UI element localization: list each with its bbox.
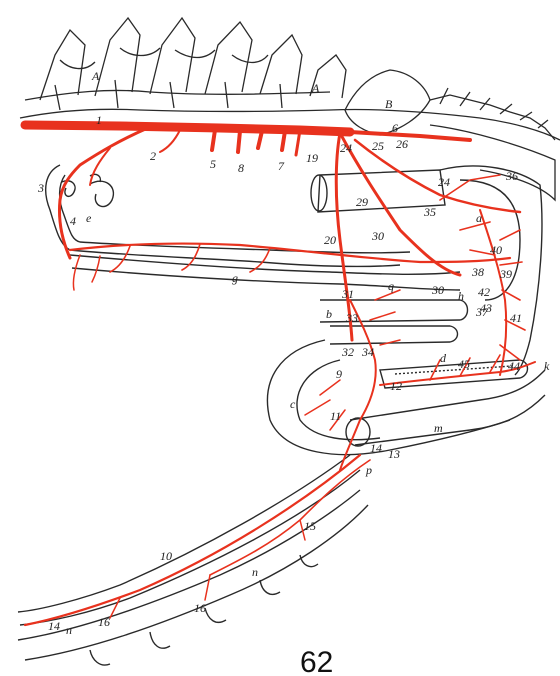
label-15: 15	[304, 519, 316, 533]
label-n-a: n	[252, 565, 258, 579]
label-e: e	[86, 211, 92, 225]
label-30a: 30	[371, 229, 384, 243]
label-g: g	[232, 271, 238, 285]
label-40: 40	[490, 243, 502, 257]
label-14b: 14	[48, 619, 60, 633]
label-a: a	[476, 211, 482, 225]
label-38: 38	[471, 265, 484, 279]
labels: A A B 1 2 3 4 5 8 7 19 24 25 26 6 24 36 …	[37, 69, 550, 676]
label-vertebra-a2: A	[311, 81, 320, 95]
label-30b: 30	[431, 283, 444, 297]
label-41: 41	[510, 311, 522, 325]
label-24b: 24	[438, 175, 450, 189]
label-42: 42	[478, 285, 490, 299]
vertebral-column	[20, 18, 560, 200]
label-19: 19	[306, 151, 318, 165]
label-36: 36	[505, 169, 518, 183]
label-b: b	[326, 307, 332, 321]
label-32: 32	[341, 345, 354, 359]
label-6: 6	[392, 121, 398, 135]
label-d: d	[440, 351, 447, 365]
label-25: 25	[372, 139, 384, 153]
label-14: 14	[370, 441, 382, 455]
label-7: 7	[278, 159, 285, 173]
label-c: c	[290, 397, 296, 411]
label-vertebra-a1: A	[91, 69, 100, 83]
label-24a: 24	[340, 141, 352, 155]
label-26: 26	[396, 137, 408, 151]
label-2: 2	[150, 149, 156, 163]
label-31: 31	[341, 287, 354, 301]
label-34: 34	[361, 345, 374, 359]
label-p: p	[365, 463, 372, 477]
label-33: 33	[345, 311, 358, 325]
label-37: 37	[475, 305, 489, 319]
label-10: 10	[160, 549, 172, 563]
label-44: 44	[508, 359, 520, 373]
label-m: m	[434, 421, 443, 435]
figure-number: 62	[300, 646, 333, 676]
label-20: 20	[324, 233, 336, 247]
label-39: 39	[499, 267, 512, 281]
label-5: 5	[210, 157, 216, 171]
arterial-tree	[25, 125, 535, 625]
label-q: q	[388, 279, 394, 293]
label-16a: 16	[194, 601, 206, 615]
label-29: 29	[356, 195, 368, 209]
label-k: k	[544, 359, 550, 373]
label-12: 12	[390, 379, 402, 393]
label-h: h	[458, 289, 464, 303]
label-1: 1	[96, 113, 102, 127]
label-3: 3	[37, 181, 44, 195]
label-45: 45	[458, 357, 470, 371]
label-13: 13	[388, 447, 400, 461]
label-n-b: n	[66, 623, 72, 637]
label-16b: 16	[98, 615, 110, 629]
label-9: 9	[336, 367, 342, 381]
label-4: 4	[70, 214, 76, 228]
organ-outlines	[18, 165, 545, 665]
label-sacrum: B	[385, 97, 393, 111]
label-8: 8	[238, 161, 244, 175]
label-11: 11	[330, 409, 341, 423]
label-35: 35	[423, 205, 436, 219]
